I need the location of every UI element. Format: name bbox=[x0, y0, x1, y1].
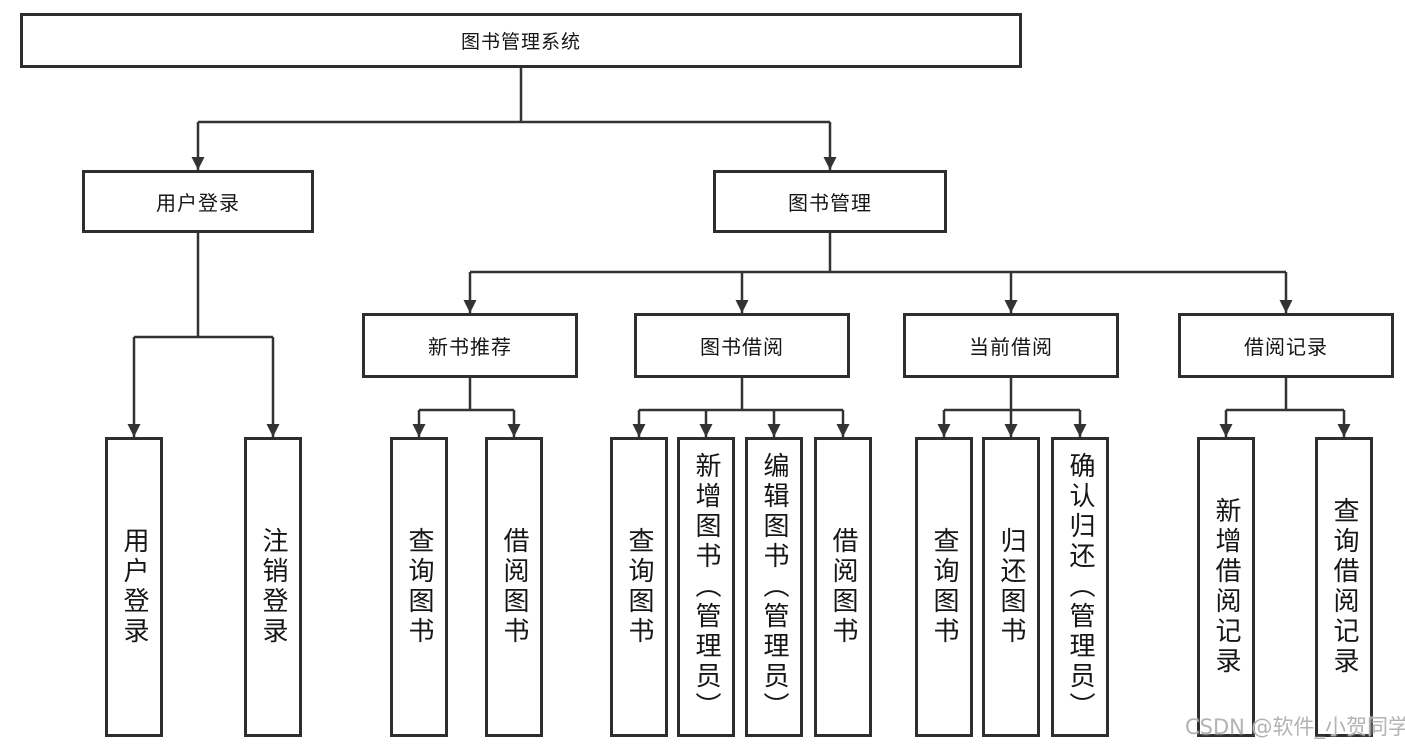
leaf-add-book-admin: 新增图书（管理员） bbox=[677, 437, 735, 737]
connector-bookborrow-split bbox=[639, 378, 843, 412]
leaf-logout-label: 注销登录 bbox=[258, 527, 288, 647]
connector-currentborrow-split bbox=[944, 378, 1080, 412]
leaf-confirm-return-admin-label: 确认归还（管理员） bbox=[1065, 452, 1095, 722]
node-new-book-recommend: 新书推荐 bbox=[362, 313, 578, 378]
csdn-watermark: CSDN @软件_小贺同学 bbox=[1185, 715, 1405, 739]
connector-bookmgmt-split bbox=[470, 233, 1286, 274]
leaf-add-book-admin-label: 新增图书（管理员） bbox=[691, 452, 721, 722]
node-borrow-records-label: 借阅记录 bbox=[1244, 335, 1328, 359]
node-book-management-label: 图书管理 bbox=[788, 191, 872, 215]
node-borrow-records: 借阅记录 bbox=[1178, 313, 1394, 378]
leaf-borrow-books-1: 借阅图书 bbox=[485, 437, 543, 737]
connector-borrowrecord-split bbox=[1226, 378, 1344, 412]
node-book-management: 图书管理 bbox=[713, 170, 947, 233]
leaf-query-books-3-label: 查询图书 bbox=[929, 527, 959, 647]
leaf-query-books-3: 查询图书 bbox=[915, 437, 973, 737]
node-root-system-label: 图书管理系统 bbox=[460, 31, 581, 53]
leaf-user-login-label: 用户登录 bbox=[119, 527, 149, 647]
leaf-edit-book-admin: 编辑图书（管理员） bbox=[745, 437, 803, 737]
node-user-login-label: 用户登录 bbox=[156, 191, 240, 215]
leaf-query-books-2: 查询图书 bbox=[610, 437, 668, 737]
leaf-logout: 注销登录 bbox=[244, 437, 302, 737]
leaf-return-book-label: 归还图书 bbox=[996, 527, 1026, 647]
node-root-system: 图书管理系统 bbox=[20, 13, 1022, 68]
leaf-confirm-return-admin: 确认归还（管理员） bbox=[1051, 437, 1109, 737]
leaf-query-books-1: 查询图书 bbox=[390, 437, 448, 737]
leaf-return-book: 归还图书 bbox=[982, 437, 1040, 737]
leaf-borrow-books-2-label: 借阅图书 bbox=[828, 527, 858, 647]
leaf-add-borrow-record-label: 新增借阅记录 bbox=[1211, 497, 1241, 677]
leaf-borrow-books-1-label: 借阅图书 bbox=[499, 527, 529, 647]
connector-root-split bbox=[198, 68, 830, 124]
leaf-edit-book-admin-label: 编辑图书（管理员） bbox=[759, 452, 789, 722]
node-user-login: 用户登录 bbox=[82, 170, 314, 233]
node-book-borrow: 图书借阅 bbox=[634, 313, 850, 378]
connector-userlogin-split bbox=[134, 233, 273, 339]
leaf-query-books-1-label: 查询图书 bbox=[404, 527, 434, 647]
node-current-borrow-label: 当前借阅 bbox=[969, 335, 1053, 359]
node-book-borrow-label: 图书借阅 bbox=[700, 335, 784, 359]
leaf-user-login: 用户登录 bbox=[105, 437, 163, 737]
leaf-query-books-2-label: 查询图书 bbox=[624, 527, 654, 647]
leaf-add-borrow-record: 新增借阅记录 bbox=[1197, 437, 1255, 737]
leaf-query-borrow-record: 查询借阅记录 bbox=[1315, 437, 1373, 737]
connector-newbook-split bbox=[419, 378, 514, 412]
leaf-query-borrow-record-label: 查询借阅记录 bbox=[1329, 497, 1359, 677]
leaf-borrow-books-2: 借阅图书 bbox=[814, 437, 872, 737]
node-current-borrow: 当前借阅 bbox=[903, 313, 1119, 378]
node-new-book-recommend-label: 新书推荐 bbox=[428, 335, 512, 359]
